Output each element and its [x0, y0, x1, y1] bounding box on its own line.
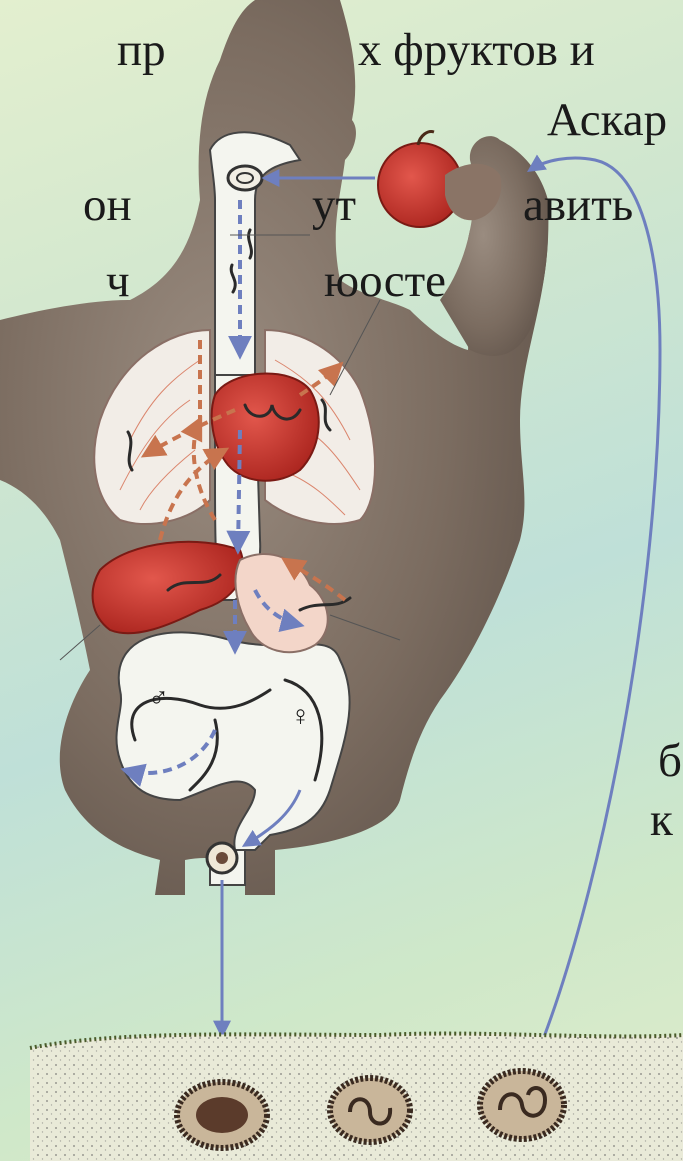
female-symbol: ♀: [290, 703, 311, 731]
male-symbol: ♂: [148, 685, 169, 713]
text-line3-b: ут: [312, 182, 356, 229]
text-right-b: б: [658, 738, 682, 785]
text-line3-a: он: [83, 182, 132, 229]
heart: [212, 374, 319, 481]
soil-eggs: [177, 1071, 564, 1148]
text-line1-end: х фруктов и: [358, 27, 595, 74]
egg-mouth: [228, 166, 262, 190]
text-line4-b: юосте: [324, 258, 446, 305]
text-line1-start: пр: [117, 27, 166, 74]
text-line2: Аскар: [547, 97, 667, 144]
text-right-k: к: [650, 797, 673, 844]
text-line3-c: авить: [523, 182, 633, 229]
soil-to-apple-arrow: [530, 158, 660, 1060]
text-line4-a: ч: [106, 258, 130, 305]
